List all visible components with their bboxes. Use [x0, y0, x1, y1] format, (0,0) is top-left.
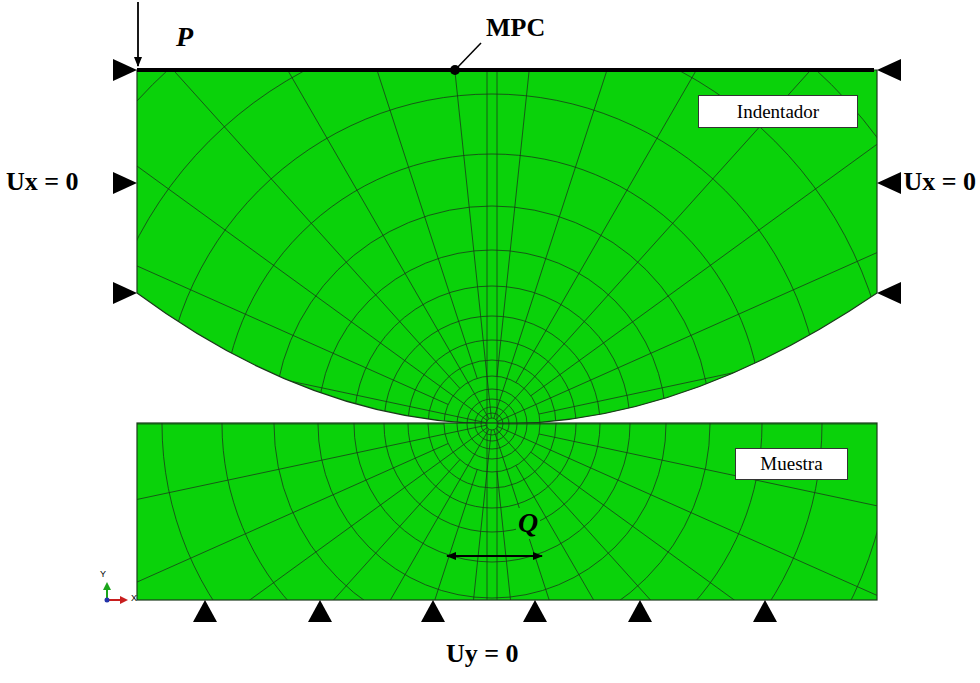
support-symbols [113, 59, 901, 622]
axis-triad [103, 582, 128, 604]
label-box: Muestra [735, 448, 848, 480]
axis-label: Y [100, 570, 106, 580]
constraint-label: MPC [486, 14, 545, 43]
box-label: Indentador [737, 101, 819, 123]
shear-arrow [447, 555, 542, 557]
mpc-line [137, 68, 874, 72]
boundary-condition: Ux = 0 [903, 168, 976, 197]
sample-mesh [137, 423, 877, 600]
boundary-condition: Uy = 0 [446, 640, 519, 669]
axis-label: X [131, 594, 137, 604]
load-arrow [137, 2, 139, 66]
box-label: Muestra [760, 453, 822, 475]
label-box: Indentador [698, 95, 858, 128]
boundary-condition: Ux = 0 [6, 168, 79, 197]
leader-line [455, 43, 481, 70]
sample-body [137, 423, 877, 600]
load-label: Q [516, 508, 540, 539]
load-label: P [176, 22, 193, 53]
